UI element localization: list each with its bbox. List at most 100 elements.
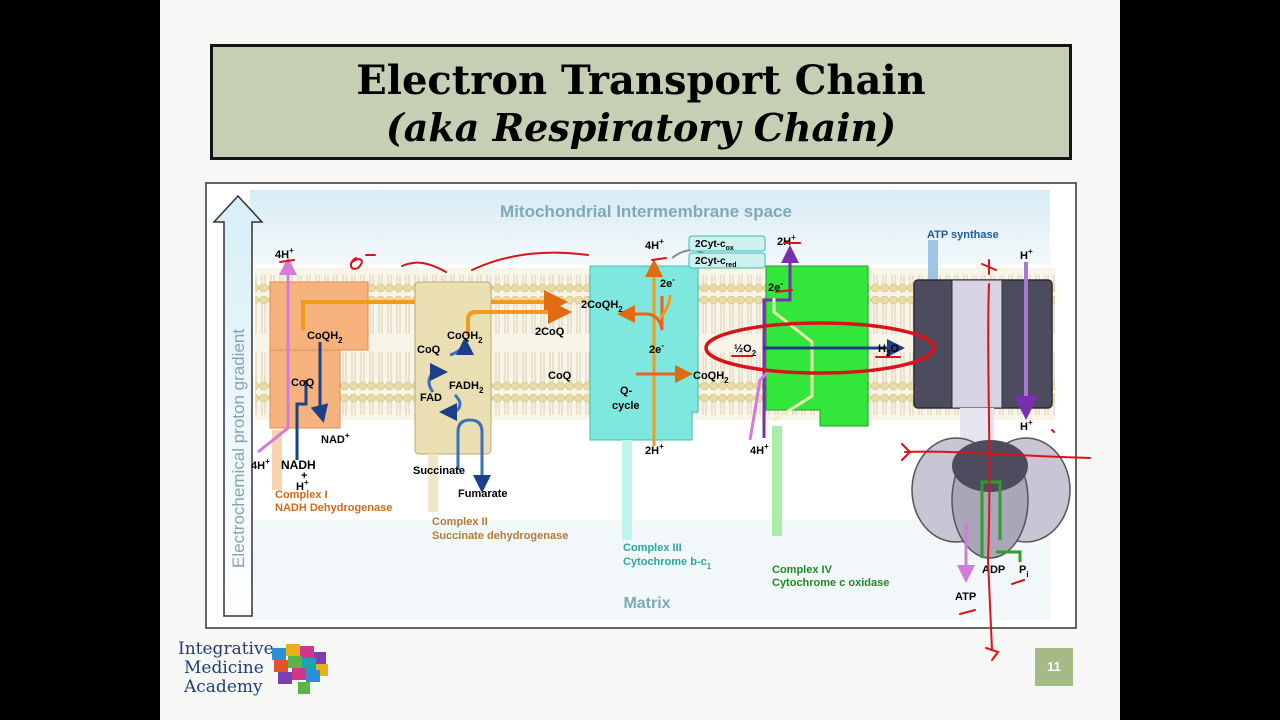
svg-text:Pi: Pi: [1019, 564, 1029, 579]
complex-2-stalk: [428, 454, 438, 512]
c3-coq: CoQ: [548, 370, 572, 382]
etc-diagram: Electrochemical proton gradient Mitochon…: [205, 182, 1091, 661]
slide: Electron Transport Chain (aka Respirator…: [160, 0, 1120, 720]
annotation-underline-c1: [279, 259, 295, 263]
c1-h-top: 4H: [275, 249, 289, 261]
complex-2: [414, 281, 572, 512]
svg-text:FADH2: FADH2: [449, 380, 484, 395]
annotation-dot: [1051, 429, 1055, 433]
logo-line-2: Medicine: [184, 658, 264, 678]
svg-text:CoQH2: CoQH2: [307, 330, 343, 345]
atp-synthase-green-arrow: [980, 480, 1002, 558]
svg-text:4H+: 4H+: [750, 442, 769, 457]
complex-4-stalk: [772, 426, 782, 536]
c3-e-mid: 2e: [649, 344, 661, 356]
complex-4-proton-in-arrow: [748, 368, 772, 441]
atp-synthase-adp-arrow: [996, 550, 1022, 562]
annotation-e-letter: [350, 257, 363, 270]
svg-text:2Cyt-cox: 2Cyt-cox: [695, 239, 734, 252]
annotation-rotation-arrow: [901, 443, 912, 461]
c3-e-top: 2e: [660, 278, 672, 290]
svg-text:H+: H+: [1020, 247, 1033, 262]
svg-text:Cytochrome b-c1: Cytochrome b-c1: [623, 556, 712, 571]
complex-2-electron-arrow: [466, 300, 572, 336]
c1-nad: NAD: [321, 434, 345, 446]
atp-h-top: H: [1020, 250, 1028, 262]
atp-h-bottom: H: [1020, 421, 1028, 433]
c3-coqh2-in: 2CoQH: [581, 299, 618, 311]
svg-text:2CoQH2: 2CoQH2: [581, 299, 623, 314]
annotation-underline-2e: [775, 289, 793, 293]
svg-text:2e-: 2e-: [649, 341, 664, 356]
c3-qcycle-2: cycle: [612, 400, 640, 412]
complex-1: [257, 257, 568, 490]
svg-text:H+: H+: [296, 478, 309, 493]
gradient-label: Electrochemical proton gradient: [229, 329, 248, 568]
complex-4-name: Complex IV: [772, 564, 833, 576]
complex-1-desc: NADH Dehydrogenase: [275, 502, 392, 514]
complex-2-fadh2-cycle-arrow: [439, 393, 462, 421]
c1-coqh2: CoQH: [307, 330, 338, 342]
svg-text:CoQH2: CoQH2: [693, 370, 729, 385]
complex-2-desc: Succinate dehydrogenase: [432, 530, 568, 542]
slide-title: Electron Transport Chain: [356, 57, 926, 104]
c3-h-bottom: 2H: [645, 445, 659, 457]
atp-synthase: [911, 240, 1071, 583]
complex-2-coq-arrow: [449, 337, 474, 357]
atp-synthase-rotor: [951, 279, 1003, 409]
annotation-underline-atp: [959, 609, 976, 615]
c2-fadh2: FADH: [449, 380, 479, 392]
c1-h-bottom: 4H: [251, 460, 265, 472]
atp-synthase-pointer: [928, 240, 938, 282]
svg-text:2H+: 2H+: [645, 442, 664, 457]
matrix-label: Matrix: [623, 595, 670, 612]
annotation-arrow-head: [985, 647, 1000, 661]
complex-4-body: [765, 265, 869, 427]
c1-plus: +: [301, 470, 307, 482]
atp-label: ATP: [955, 591, 976, 603]
complex-4-electron-arrow: [772, 298, 814, 422]
complex-2-succinate-arrow: [456, 418, 491, 493]
complex-2-name: Complex II: [432, 516, 488, 528]
annotation-vertical-line: [986, 283, 993, 651]
c4-h-bottom: 4H: [750, 445, 764, 457]
pi-label: P: [1019, 564, 1026, 576]
annotation-rotation-line: [904, 450, 1091, 459]
matrix-band: [250, 520, 1050, 620]
complex-3-electron-arrow: [658, 294, 672, 319]
academy-logo: Integrative Medicine Academy: [178, 640, 274, 697]
svg-text:NAD+: NAD+: [321, 431, 350, 446]
puzzle-brain-icon: [272, 644, 328, 694]
complex-3-body: [589, 265, 699, 441]
complex-4-desc: Cytochrome c oxidase: [772, 577, 889, 589]
complex-3-desc: Cytochrome b-c: [623, 556, 707, 568]
c2-fad: FAD: [420, 392, 442, 404]
handwritten-annotations: [279, 242, 1091, 661]
svg-text:CoQH2: CoQH2: [447, 330, 483, 345]
complex-1-stalk: [272, 430, 282, 490]
cytc-ox: 2Cyt-c: [695, 239, 726, 250]
slide-subtitle: (aka Respiratory Chain): [385, 105, 897, 150]
c3-coq-out: 2CoQ: [535, 326, 565, 338]
proton-gradient-arrow: Electrochemical proton gradient: [212, 194, 264, 617]
annotation-underline-pi: [1011, 579, 1025, 585]
c1-coq: CoQ: [291, 377, 315, 389]
svg-text:H+: H+: [1020, 418, 1033, 433]
c2-coqh2: CoQH: [447, 330, 478, 342]
c3-h-top: 4H: [645, 240, 659, 252]
svg-text:4H+: 4H+: [275, 246, 294, 261]
complex-1-proton-arrow: [257, 257, 297, 454]
logo-line-1: Integrative: [178, 639, 274, 659]
adp-label: ADP: [982, 564, 1005, 576]
complex-3-stalk: [622, 440, 632, 540]
complex-3-name: Complex III: [623, 542, 682, 554]
intermembrane-space-band: [250, 190, 1050, 265]
svg-text:2Cyt-cred: 2Cyt-cred: [695, 256, 736, 269]
annotation-underline-c3: [651, 257, 667, 261]
svg-text:2e-: 2e-: [660, 275, 675, 290]
intermembrane-label: Mitochondrial Intermembrane space: [500, 202, 792, 221]
svg-text:½O2: ½O2: [734, 343, 757, 358]
complex-1-upper: [269, 281, 369, 351]
c1-nadh: NADH: [281, 458, 316, 472]
complex-2-fad-cycle-arrow: [427, 363, 448, 393]
